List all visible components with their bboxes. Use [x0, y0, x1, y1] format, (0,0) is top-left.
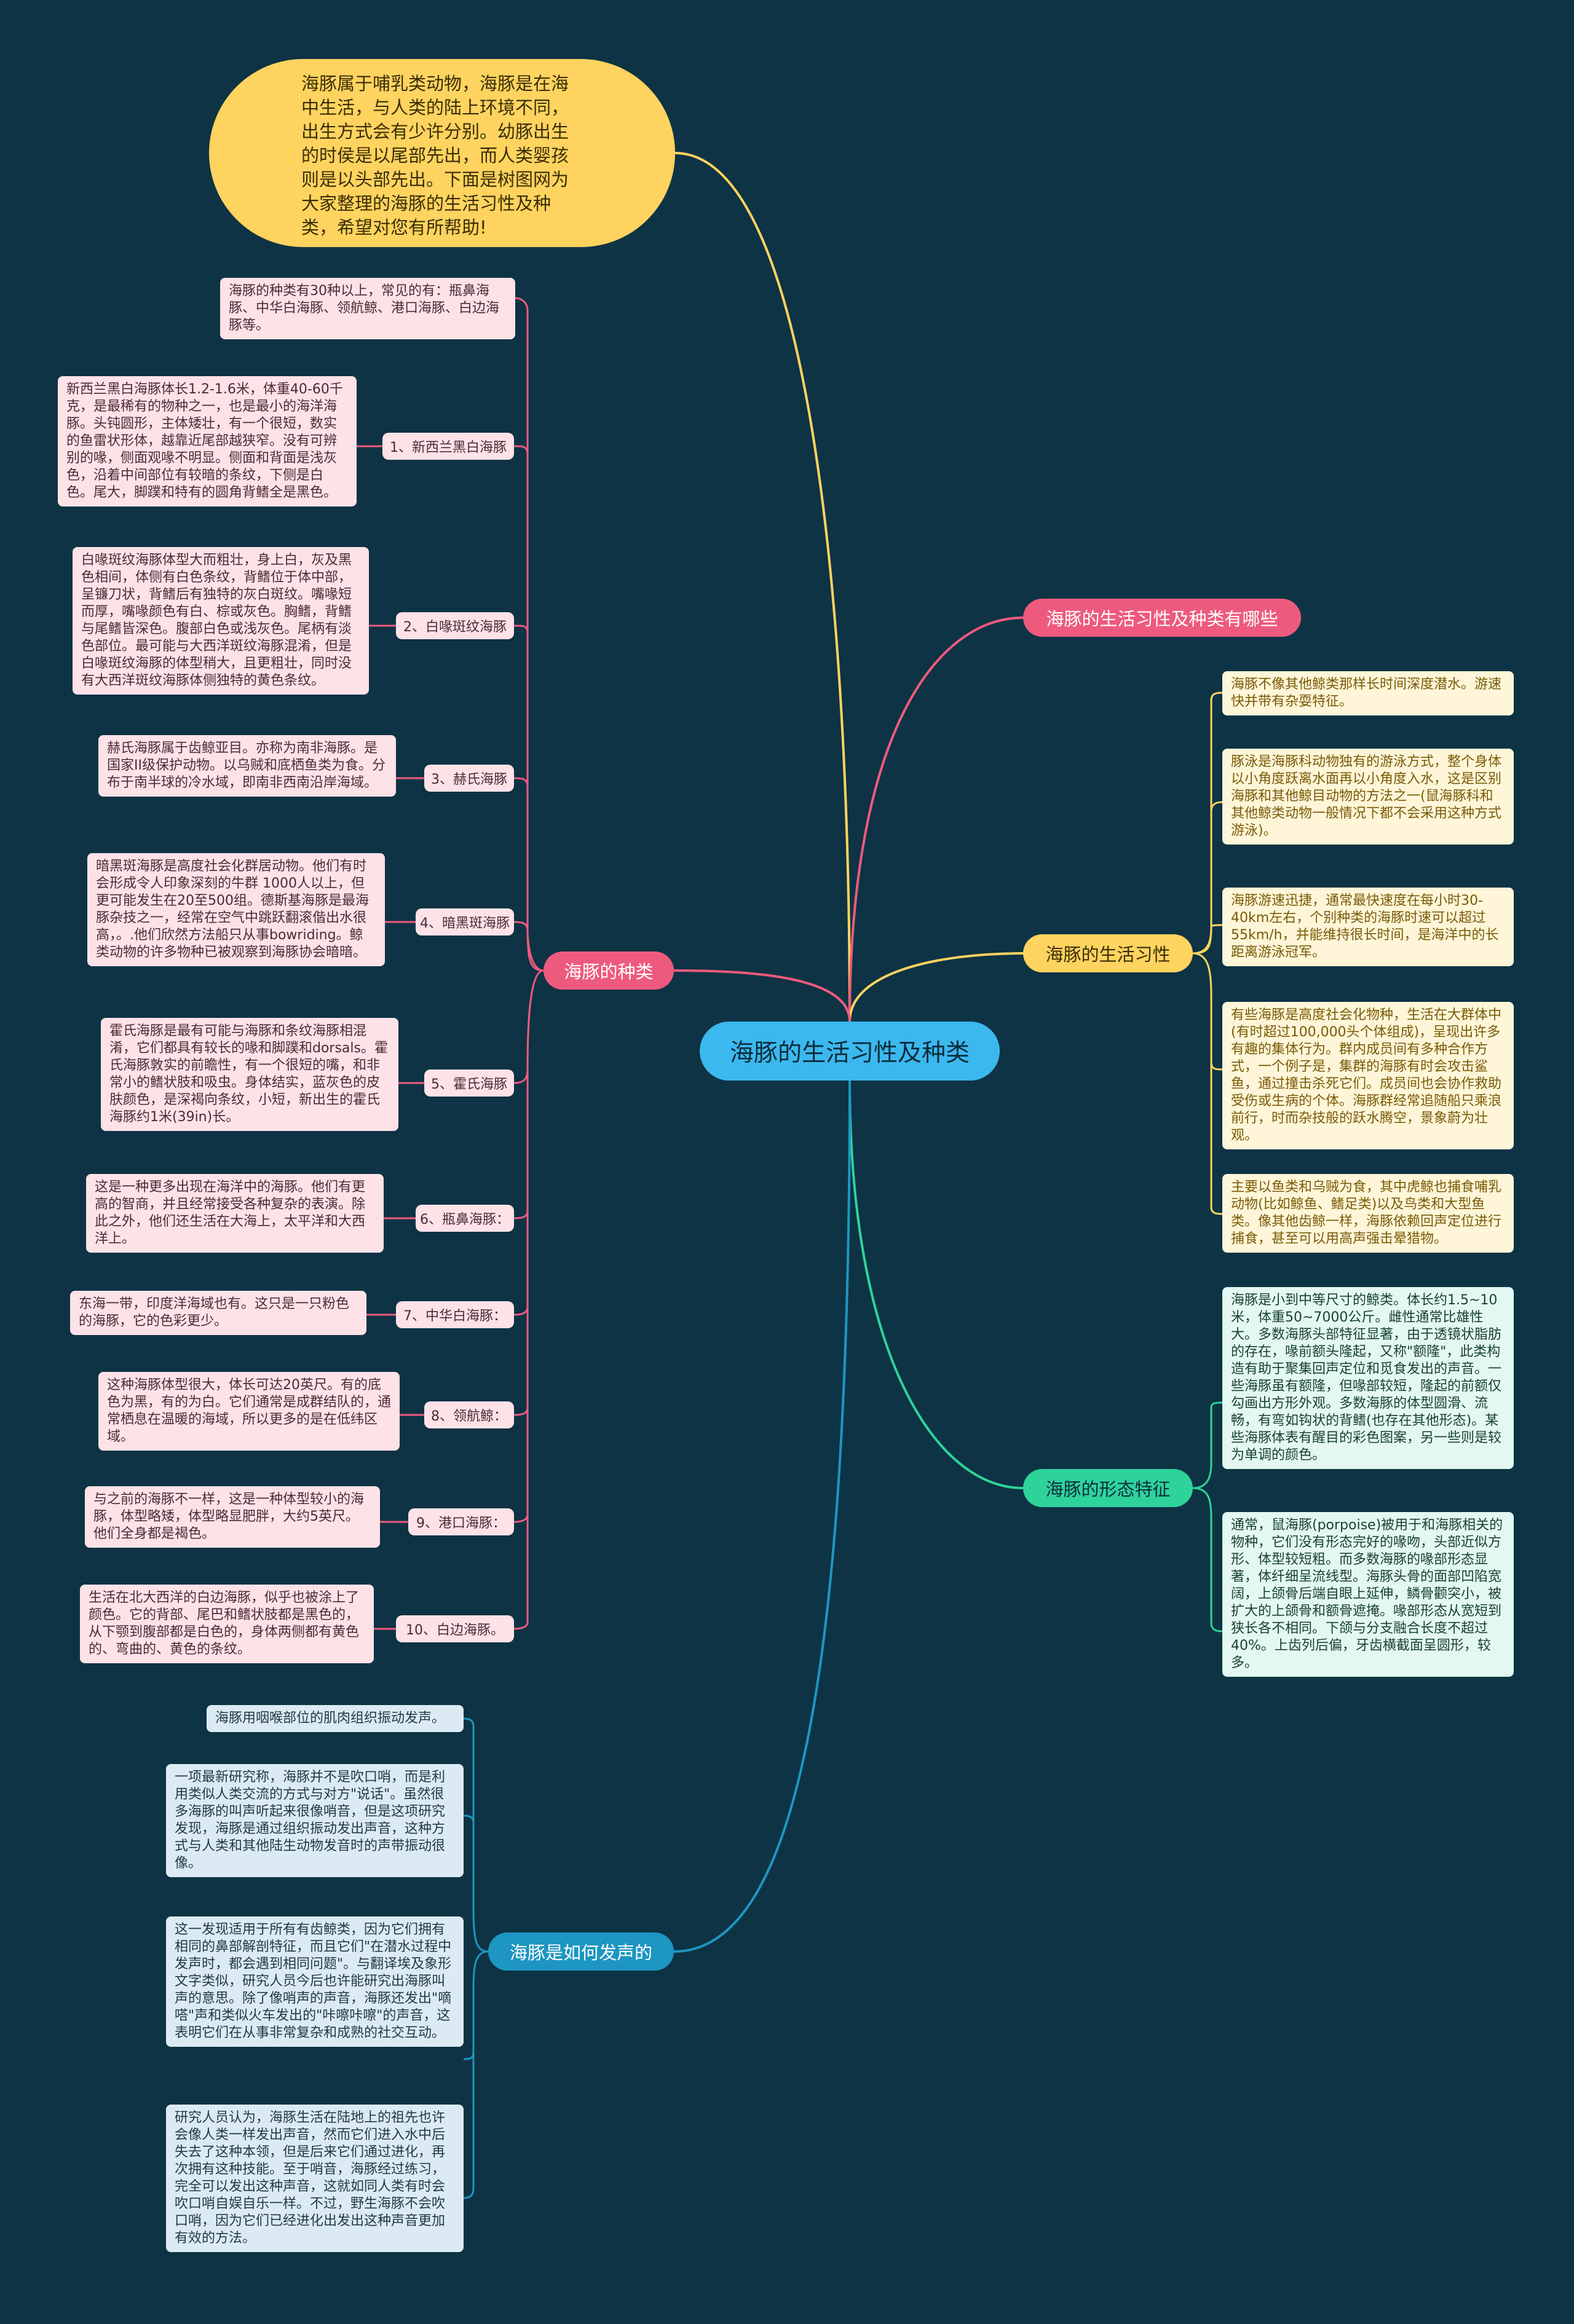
- sound-leaf: 海豚用咽喉部位的肌肉组织振动发声。: [207, 1705, 464, 1732]
- kind-desc: 新西兰黑白海豚体长1.2-1.6米，体重40-60千克，是最稀有的物种之一，也是…: [58, 376, 357, 506]
- sound-leaf: 一项最新研究称，海豚并不是吹口哨，而是利用类似人类交流的方式与对方"说话"。虽然…: [166, 1764, 464, 1877]
- links-sound: [463, 1717, 489, 2199]
- form-leaf: 通常，鼠海豚(porpoise)被用于和海豚相关的物种，它们没有形态完好的喙吻，…: [1222, 1512, 1514, 1677]
- kind-label[interactable]: 10、白边海豚。: [396, 1615, 514, 1642]
- form-leaf: 海豚是小到中等尺寸的鲸类。体长约1.5~10米，体重50~7000公斤。雌性通常…: [1222, 1287, 1514, 1469]
- links-kinds: [513, 297, 544, 1630]
- habits-leaf: 海豚游速迅捷，通常最快速度在每小时30-40km左右，个别种类的海豚时速可以超过…: [1222, 888, 1514, 966]
- sound-leaf: 这一发现适用于所有有齿鲸类，因为它们拥有相同的鼻部解剖特征，而且它们"在潜水过程…: [166, 1916, 464, 2047]
- links-form: [1192, 1401, 1223, 1633]
- branch-habits[interactable]: 海豚的生活习性: [1023, 934, 1193, 972]
- kind-label[interactable]: 5、霍氏海豚: [424, 1069, 514, 1097]
- kind-label[interactable]: 7、中华白海豚：: [396, 1301, 514, 1328]
- habits-leaf: 有些海豚是高度社会化物种，生活在大群体中(有时超过100,000头个体组成)，呈…: [1222, 1002, 1514, 1149]
- kind-label[interactable]: 2、白喙斑纹海豚: [396, 612, 514, 639]
- kinds-summary: 海豚的种类有30种以上，常见的有：瓶鼻海豚、中华白海豚、领航鲸、港口海豚、白边海…: [220, 278, 515, 339]
- kind-label[interactable]: 4、暗黑斑海豚: [416, 908, 514, 936]
- kind-label[interactable]: 8、领航鲸：: [424, 1401, 514, 1428]
- kind-desc: 生活在北大西洋的白边海豚，似乎也被涂上了颜色。它的背部、尾巴和鳍状肢都是黑色的，…: [80, 1585, 374, 1663]
- kind-label[interactable]: 9、港口海豚：: [408, 1508, 514, 1535]
- sound-leaf: 研究人员认为，海豚生活在陆地上的祖先也许会像人类一样发出声音，然而它们进入水中后…: [166, 2105, 464, 2252]
- kind-desc: 这种海豚体型很大，体长可达20英尺。有的底色为黑，有的为白。它们通常是成群结队的…: [98, 1372, 400, 1451]
- kind-desc: 赫氏海豚属于齿鲸亚目。亦称为南非海豚。是国家II级保护动物。以乌贼和底栖鱼类为食…: [98, 735, 396, 797]
- kind-desc: 东海一带，印度洋海域也有。这只是一只粉色的海豚，它的色彩更少。: [70, 1291, 366, 1335]
- root-node[interactable]: 海豚的生活习性及种类: [700, 1022, 1000, 1081]
- links-kind-details: [357, 445, 424, 1630]
- kind-desc: 白喙斑纹海豚体型大而粗壮，身上白，灰及黑色相间，体侧有白色条纹，背鳍位于体中部，…: [73, 547, 369, 695]
- branch-kinds[interactable]: 海豚的种类: [544, 951, 674, 990]
- kind-label[interactable]: 3、赫氏海豚: [424, 765, 514, 792]
- habits-leaf: 主要以鱼类和乌贼为食，其中虎鲸也捕食哺乳动物(比如鲸鱼、鳍足类)以及鸟类和大型鱼…: [1222, 1174, 1514, 1253]
- habits-leaf: 豚泳是海豚科动物独有的游泳方式，整个身体以小角度跃离水面再以小角度入水，这是区别…: [1222, 749, 1514, 845]
- kind-desc: 霍氏海豚是最有可能与海豚和条纹海豚相混淆，它们都具有较长的喙和脚蹼和dorsal…: [101, 1018, 398, 1131]
- kind-desc: 与之前的海豚不一样，这是一种体型较小的海豚，体型略矮，体型略显肥胖，大约5英尺。…: [85, 1486, 380, 1548]
- kind-label[interactable]: 1、新西兰黑白海豚: [382, 433, 514, 460]
- kind-desc: 暗黑斑海豚是高度社会化群居动物。他们有时会形成令人印象深刻的牛群 1000人以上…: [87, 853, 385, 966]
- links-root: [673, 152, 1024, 1953]
- intro-node: 海豚属于哺乳类动物，海豚是在海中生活，与人类的陆上环境不同，出生方式会有少许分别…: [209, 59, 675, 247]
- branch-habits-and-kinds[interactable]: 海豚的生活习性及种类有哪些: [1023, 599, 1301, 637]
- kind-desc: 这是一种更多出现在海洋中的海豚。他们有更高的智商，并且经常接受各种复杂的表演。除…: [86, 1174, 384, 1253]
- links-habits: [1192, 691, 1223, 1215]
- intro-text: 海豚属于哺乳类动物，海豚是在海中生活，与人类的陆上环境不同，出生方式会有少许分别…: [301, 73, 569, 238]
- branch-form[interactable]: 海豚的形态特征: [1023, 1469, 1193, 1507]
- habits-leaf: 海豚不像其他鲸类那样长时间深度潜水。游速快并带有杂耍特征。: [1222, 671, 1514, 715]
- branch-sound[interactable]: 海豚是如何发声的: [488, 1932, 674, 1971]
- kind-label[interactable]: 6、瓶鼻海豚：: [416, 1205, 514, 1232]
